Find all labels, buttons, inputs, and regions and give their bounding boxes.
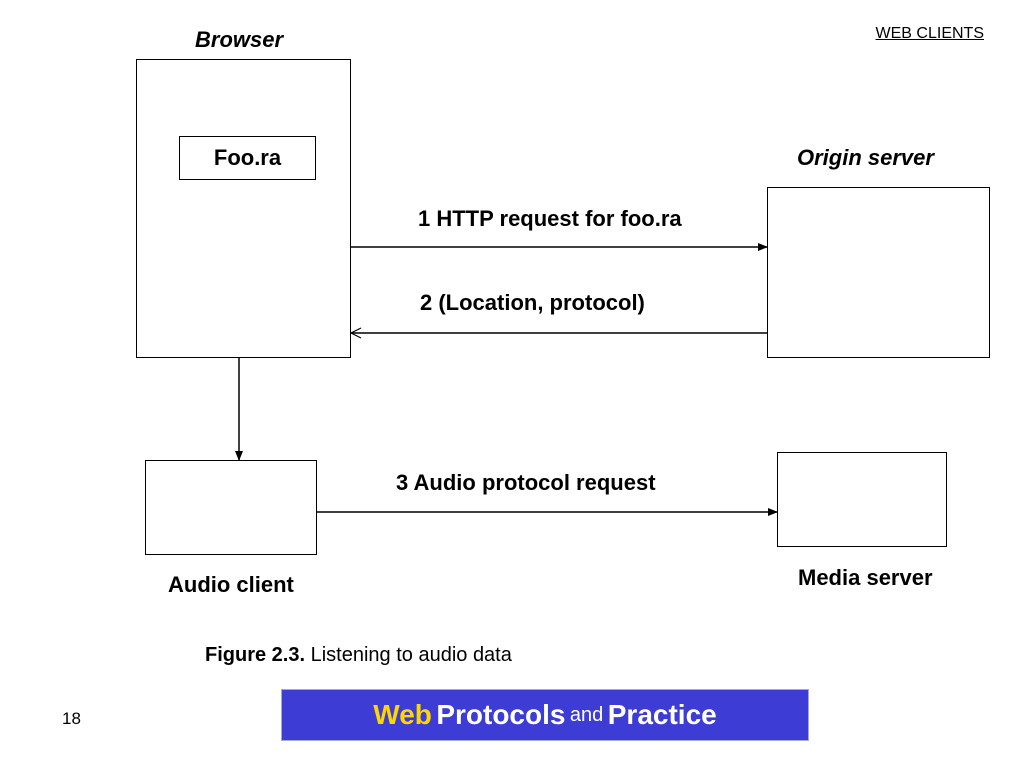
- edge-label-http-request: 1 HTTP request for foo.ra: [418, 206, 682, 231]
- audio-client-label: Audio client: [168, 572, 294, 597]
- browser-label: Browser: [195, 27, 284, 52]
- banner-word-web: Web: [373, 699, 432, 730]
- banner-word-practice: Practice: [607, 699, 717, 730]
- banner-word-protocols: Protocols: [436, 699, 566, 730]
- file-label: Foo.ra: [213, 145, 282, 170]
- media-server-box: [777, 452, 947, 547]
- browser-box: [136, 59, 351, 358]
- file-box: [179, 136, 316, 180]
- course-banner: Web Protocols and Practice: [281, 689, 809, 741]
- audio-client-box: [145, 460, 317, 555]
- media-server-label: Media server: [798, 565, 933, 590]
- edge-label-audio-request: 3 Audio protocol request: [396, 470, 656, 495]
- section-title[interactable]: WEB CLIENTS: [875, 25, 984, 42]
- edge-label-location-protocol: 2 (Location, protocol): [420, 290, 645, 315]
- origin-server-box: [767, 187, 990, 358]
- origin-server-label: Origin server: [797, 145, 934, 170]
- figure-label: Figure 2.3.: [205, 644, 306, 666]
- figure-text: Listening to audio data: [310, 644, 512, 666]
- figure-caption: Figure 2.3. Listening to audio data: [205, 645, 512, 665]
- banner-word-and: and: [569, 703, 604, 726]
- page-number: 18: [62, 709, 81, 728]
